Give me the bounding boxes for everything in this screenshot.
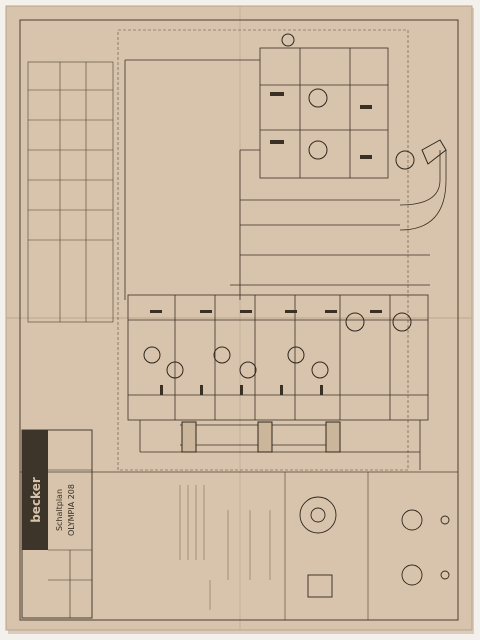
transistor-symbols xyxy=(143,33,412,379)
pinout-drawings xyxy=(307,509,450,598)
spec-table xyxy=(27,61,114,323)
title-model: OLYMPIA 208 xyxy=(67,484,76,536)
drawing-frame xyxy=(19,19,459,621)
din-connector xyxy=(395,139,447,170)
title-block: becker Schaltplan OLYMPIA 208 xyxy=(21,429,93,619)
speaker-drawing xyxy=(299,496,337,534)
schematic-wiring xyxy=(124,47,447,470)
chassis-outline xyxy=(117,29,409,471)
tube-component xyxy=(181,421,341,453)
brand-logo-text: becker xyxy=(29,477,43,523)
notes-lines xyxy=(179,485,271,610)
component-marks xyxy=(150,92,382,395)
title-schaltplan: Schaltplan xyxy=(55,489,64,531)
